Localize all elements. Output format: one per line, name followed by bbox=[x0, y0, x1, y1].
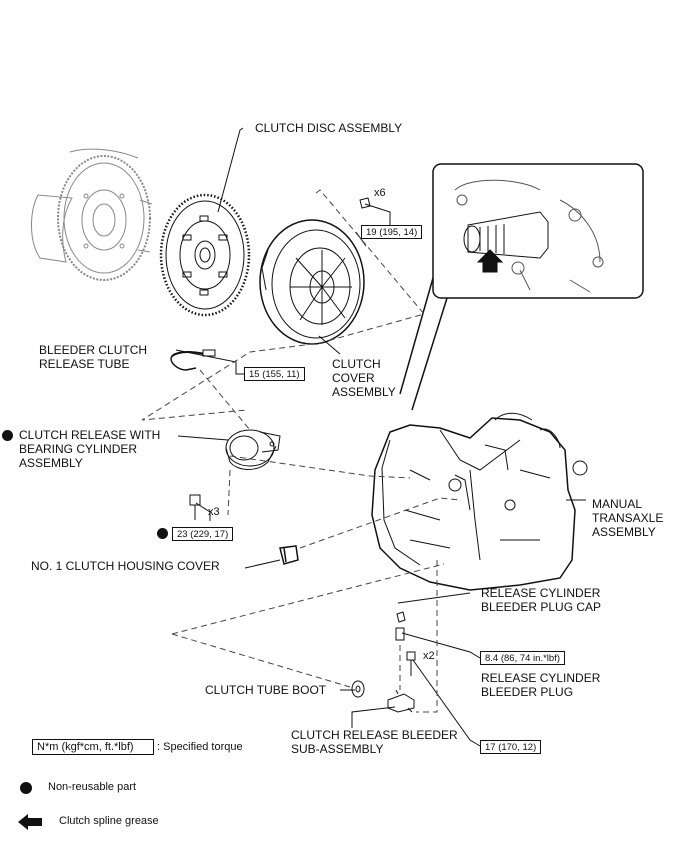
label-plug: RELEASE CYLINDER BLEEDER PLUG bbox=[481, 671, 601, 699]
label-release-bearing: CLUTCH RELEASE WITH BEARING CYLINDER ASS… bbox=[19, 428, 161, 470]
torque-box-8-4: 8.4 (86, 74 in.*lbf) bbox=[480, 651, 565, 665]
label-clutch-disc: CLUTCH DISC ASSEMBLY bbox=[255, 121, 403, 135]
qty-x3: x3 bbox=[208, 506, 220, 518]
detail-inset bbox=[432, 163, 644, 299]
label-housing-cover: NO. 1 CLUTCH HOUSING COVER bbox=[31, 559, 220, 573]
label-plug-cap: RELEASE CYLINDER BLEEDER PLUG CAP bbox=[481, 586, 602, 614]
torque-box-15: 15 (155, 11) bbox=[244, 367, 305, 381]
nonreusable-dot-icon bbox=[2, 430, 13, 441]
label-bleeder-sub: CLUTCH RELEASE BLEEDER SUB-ASSEMBLY bbox=[291, 728, 458, 756]
bleeder-sub-drawing bbox=[387, 689, 415, 713]
clutch-cover-drawing bbox=[259, 219, 367, 345]
grease-arrow-icon bbox=[476, 249, 504, 273]
torque-box-23: 23 (229, 17) bbox=[172, 527, 234, 541]
bolt-drawings bbox=[189, 197, 416, 676]
leader-lines bbox=[175, 127, 586, 747]
housing-cover-drawing bbox=[279, 545, 299, 565]
label-clutch-cover: CLUTCH COVER ASSEMBLY bbox=[332, 357, 396, 399]
clutch-disc-drawing bbox=[159, 193, 251, 317]
filled-circle-icon bbox=[20, 782, 32, 794]
torque-box-19: 19 (195, 14) bbox=[361, 225, 423, 239]
legend-grease: Clutch spline grease bbox=[59, 815, 159, 827]
label-transaxle: MANUAL TRANSAXLE ASSEMBLY bbox=[592, 497, 664, 539]
qty-x2: x2 bbox=[423, 650, 435, 662]
label-bleeder-tube: BLEEDER CLUTCH RELEASE TUBE bbox=[39, 343, 148, 371]
flywheel-drawing bbox=[31, 148, 153, 281]
transaxle-drawing bbox=[371, 412, 588, 591]
left-arrow-icon bbox=[18, 814, 42, 830]
legend-torque-desc: : Specified torque bbox=[157, 741, 243, 753]
legend-nonreusable: Non-reusable part bbox=[48, 781, 137, 793]
dashed-guide-lines bbox=[141, 189, 461, 713]
label-tube-boot: CLUTCH TUBE BOOT bbox=[205, 683, 327, 697]
nonreusable-dot-icon-bolt bbox=[157, 528, 168, 539]
torque-box-17: 17 (170, 12) bbox=[480, 740, 542, 754]
legend-torque-box: N*m (kgf*cm, ft.*lbf) bbox=[32, 739, 154, 755]
qty-x6: x6 bbox=[374, 187, 386, 199]
release-bearing-drawing bbox=[225, 429, 281, 470]
